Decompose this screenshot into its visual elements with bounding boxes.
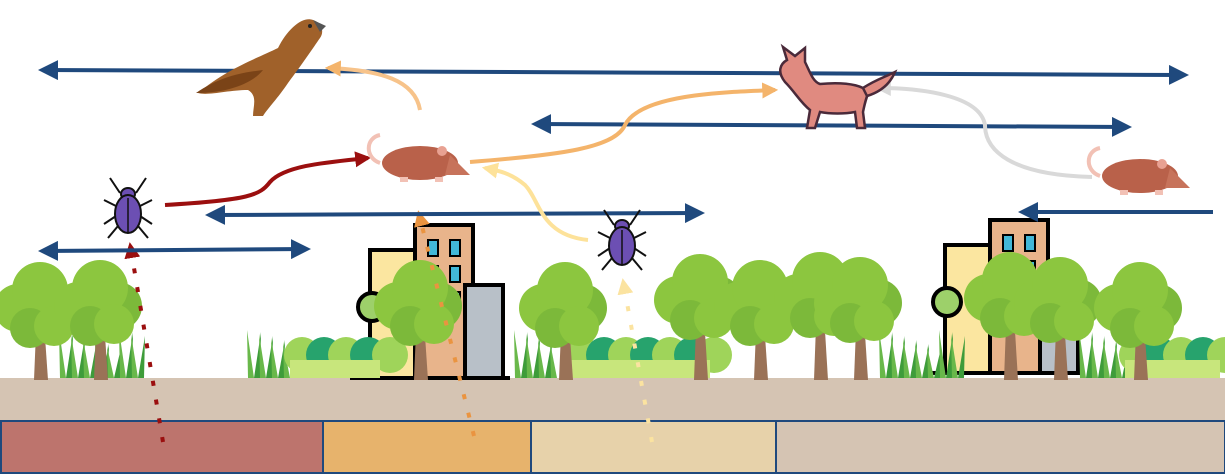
flow-beetle-to-rat [164, 151, 372, 207]
zone-segment [322, 420, 532, 474]
wolf-icon [779, 43, 898, 130]
grass-icon [514, 330, 557, 378]
flow-rat-to-wolf [469, 82, 779, 164]
beetle-icon [597, 209, 647, 271]
tree-icon [814, 257, 902, 380]
ground [0, 378, 1225, 422]
range-arrow-beetle [38, 239, 311, 261]
grass-icon [879, 330, 965, 378]
range-arrow-hawk [38, 60, 1189, 85]
zone-bar [0, 420, 1225, 474]
dotted-link-red [124, 242, 165, 443]
beetle-icon [103, 177, 153, 239]
bush-icon [284, 337, 408, 378]
zone-segment [530, 420, 777, 474]
tree-icon [519, 262, 607, 380]
tree-icon [374, 260, 462, 380]
flow-rat-to-wolf-2 [874, 80, 1093, 179]
zone-segment [775, 420, 1225, 474]
rat-icon [1086, 146, 1190, 195]
range-arrow-wolf [531, 114, 1132, 137]
tree-icon [54, 260, 142, 380]
zone-segment [0, 420, 324, 474]
flow-rat-to-hawk [324, 60, 422, 111]
dotted-link-yellow [617, 278, 654, 443]
tree-icon [1094, 262, 1182, 380]
tree-icon [1014, 257, 1102, 380]
rat-icon [366, 133, 470, 182]
flow-beetle-to-rat-2 [481, 162, 589, 242]
hawk-icon [196, 19, 326, 116]
range-arrow-rat [205, 203, 705, 225]
